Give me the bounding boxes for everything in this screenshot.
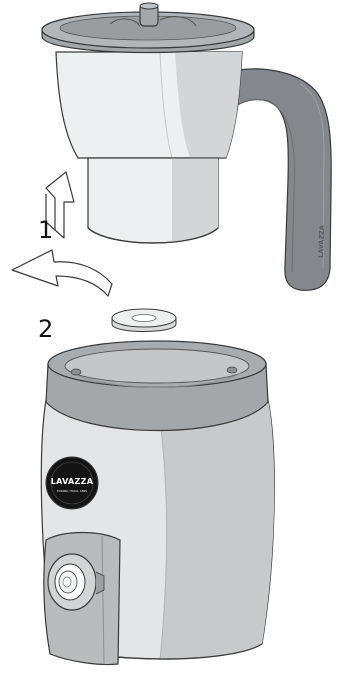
step-2-number: 2 xyxy=(38,315,53,343)
logo-brand-text: LAVAZZA xyxy=(51,477,94,486)
step-1-number: 1 xyxy=(38,216,53,244)
seal-disk xyxy=(112,309,176,332)
frother-base: LAVAZZA TORINO, ITALIA, 1895 xyxy=(41,341,274,665)
milk-jug: LAVAZZA xyxy=(42,3,331,290)
jug-lid xyxy=(42,3,254,53)
handle-brand-text: LAVAZZA xyxy=(317,225,326,258)
step-2: 2 xyxy=(12,250,176,343)
logo-tagline-text: TORINO, ITALIA, 1895 xyxy=(56,489,87,493)
step-1: 1 xyxy=(38,172,74,244)
rotate-arrow xyxy=(12,250,112,296)
lavazza-logo: LAVAZZA TORINO, ITALIA, 1895 xyxy=(46,457,98,509)
